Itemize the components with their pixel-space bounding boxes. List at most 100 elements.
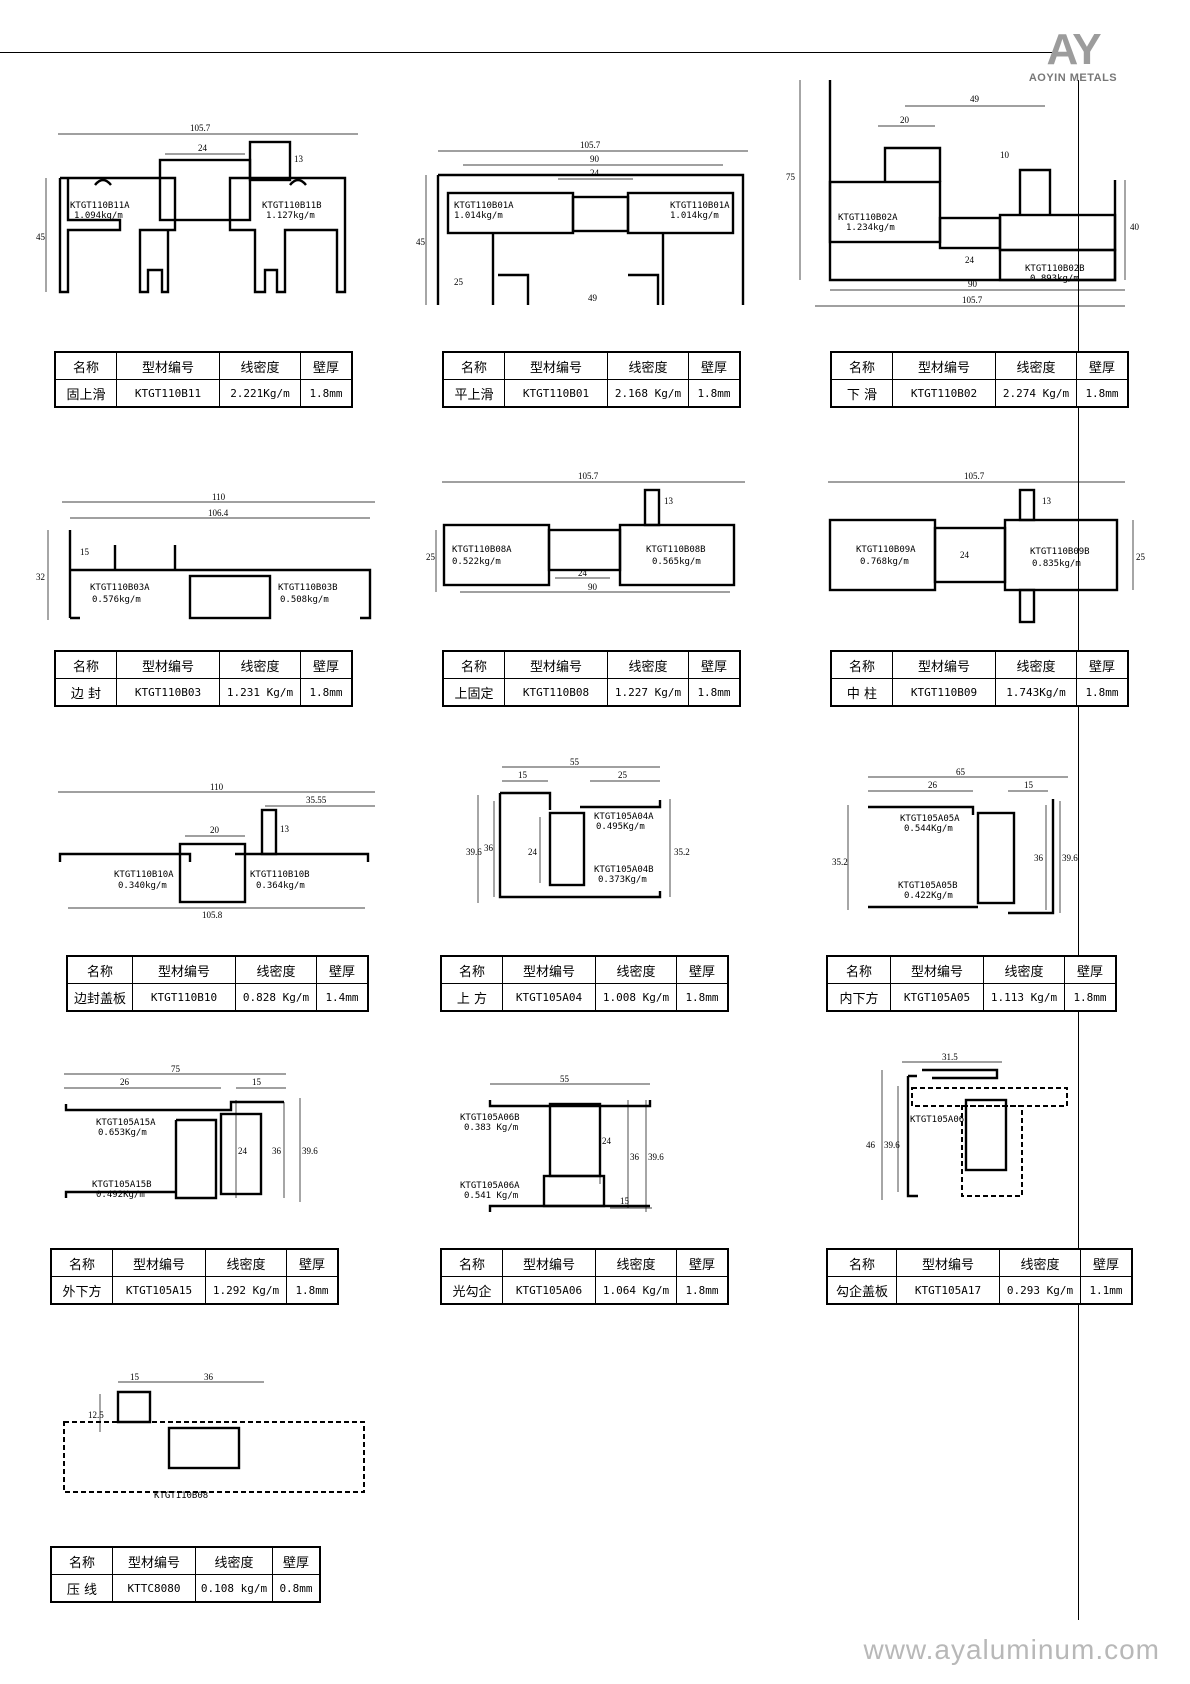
profile-thickness: 1.8mm bbox=[1076, 678, 1129, 707]
spec-table-ktgt110b10: 名称 型材编号 线密度 壁厚 边封盖板 KTGT110B10 0.828 Kg/… bbox=[66, 955, 369, 1012]
part-label: KTGT110B03B bbox=[278, 583, 338, 593]
spec-table-ktgt110b01: 名称 型材编号 线密度 壁厚 平上滑 KTGT110B01 2.168 Kg/m… bbox=[442, 351, 741, 408]
header-name: 名称 bbox=[54, 650, 117, 679]
profile-name: 固上滑 bbox=[54, 379, 117, 408]
profile-name: 中 柱 bbox=[830, 678, 893, 707]
dim-text: 25 bbox=[426, 552, 436, 562]
part-density: 0.576kg/m bbox=[92, 595, 141, 605]
header-density: 线密度 bbox=[235, 955, 317, 984]
part-density: 0.541 Kg/m bbox=[464, 1191, 518, 1201]
profile-thickness: 1.8mm bbox=[1064, 983, 1117, 1012]
dim-text: 24 bbox=[578, 568, 588, 578]
profile-name: 边 封 bbox=[54, 678, 117, 707]
profile-density: 2.221Kg/m bbox=[219, 379, 301, 408]
profile-code: KTGT110B08 bbox=[504, 678, 608, 707]
dim-text: 105.7 bbox=[578, 471, 599, 481]
part-density: 0.340kg/m bbox=[118, 881, 167, 891]
profile-drawing-ktgt105a17: 31.5 46 39.6 KTGT105A06 bbox=[866, 1050, 1072, 1210]
profile-thickness: 1.8mm bbox=[286, 1276, 339, 1305]
dim-text: 13 bbox=[280, 824, 290, 834]
profile-drawing-ktgt105a05: 65 26 15 35.2 36 39.6 KTGT105A05A 0.544K… bbox=[832, 765, 1078, 925]
profile-thickness: 1.8mm bbox=[676, 1276, 729, 1305]
part-label: KTGT110B08B bbox=[646, 545, 706, 555]
header-name: 名称 bbox=[442, 351, 505, 380]
dim-text: 75 bbox=[786, 172, 796, 182]
dim-text: 36 bbox=[272, 1146, 282, 1156]
profile-name: 压 线 bbox=[50, 1574, 113, 1603]
spec-table-ktgt105a17: 名称 型材编号 线密度 壁厚 勾企盖板 KTGT105A17 0.293 Kg/… bbox=[826, 1248, 1133, 1305]
profile-name: 光勾企 bbox=[440, 1276, 503, 1305]
header-thickness: 壁厚 bbox=[300, 351, 353, 380]
profile-svg: 105.7 13 25 24 90 KTGT110B08A 0.522kg/m … bbox=[426, 471, 745, 593]
profile-name: 内下方 bbox=[826, 983, 891, 1012]
part-density: 0.565kg/m bbox=[652, 557, 701, 567]
profile-drawing-ktgt110b11: 105.7 24 13 45 KTGT110B11A 1.094kg/m KTG… bbox=[36, 120, 370, 330]
dim-text: 35.2 bbox=[832, 857, 848, 867]
part-density: 0.364kg/m bbox=[256, 881, 305, 891]
dim-text: 105.7 bbox=[580, 140, 601, 150]
dim-text: 25 bbox=[454, 277, 464, 287]
part-density: 1.234kg/m bbox=[846, 223, 895, 233]
header-name: 名称 bbox=[66, 955, 133, 984]
dim-text: 36 bbox=[484, 843, 494, 853]
part-density: 0.383 Kg/m bbox=[464, 1123, 518, 1133]
header-density: 线密度 bbox=[205, 1248, 287, 1277]
part-label: KTGT105A06A bbox=[460, 1181, 520, 1191]
header-code: 型材编号 bbox=[132, 955, 236, 984]
dim-text: 15 bbox=[620, 1196, 630, 1206]
profile-drawing-ktgt110b10: 110 35.55 20 13 105.8 KTGT110B10A 0.340k… bbox=[50, 780, 390, 920]
dim-text: 46 bbox=[866, 1140, 876, 1150]
spec-table-ktgt105a05: 名称 型材编号 线密度 壁厚 内下方 KTGT105A05 1.113 Kg/m… bbox=[826, 955, 1117, 1012]
profile-code: KTGT110B02 bbox=[892, 379, 996, 408]
profile-density: 1.008 Kg/m bbox=[595, 983, 677, 1012]
profile-density: 0.828 Kg/m bbox=[235, 983, 317, 1012]
dim-text: 36 bbox=[630, 1152, 640, 1162]
header-name: 名称 bbox=[50, 1546, 113, 1575]
profile-code: KTTC8080 bbox=[112, 1574, 196, 1603]
header-code: 型材编号 bbox=[504, 650, 608, 679]
profile-code: KTGT110B11 bbox=[116, 379, 220, 408]
dim-text: 24 bbox=[528, 847, 538, 857]
part-density: 0.768kg/m bbox=[860, 557, 909, 567]
profile-drawing-ktgt110b03: 110 106.4 15 32 KTGT110B03A 0.576kg/m KT… bbox=[36, 490, 380, 630]
profile-name: 上固定 bbox=[442, 678, 505, 707]
dim-text: 15 bbox=[130, 1372, 140, 1382]
part-label: KTGT105A06B bbox=[460, 1113, 520, 1123]
dim-text: 90 bbox=[968, 279, 978, 289]
dim-text: 75 bbox=[171, 1064, 181, 1074]
profile-name: 下 滑 bbox=[830, 379, 893, 408]
dim-text: 49 bbox=[588, 293, 598, 303]
profile-code: KTGT105A17 bbox=[896, 1276, 1000, 1305]
part-label: KTGT110B01A bbox=[670, 201, 730, 211]
header-name: 名称 bbox=[826, 1248, 897, 1277]
part-density: 0.544Kg/m bbox=[904, 824, 953, 834]
part-label: KTGT105A05B bbox=[898, 881, 958, 891]
header-thickness: 壁厚 bbox=[1076, 650, 1129, 679]
part-label: KTGT105A04A bbox=[594, 812, 654, 822]
profile-code: KTGT105A15 bbox=[112, 1276, 206, 1305]
spec-table-ktgt110b02: 名称 型材编号 线密度 壁厚 下 滑 KTGT110B02 2.274 Kg/m… bbox=[830, 351, 1129, 408]
part-label: KTGT110B11A bbox=[70, 201, 130, 211]
profile-code: KTGT110B03 bbox=[116, 678, 220, 707]
dim-text: 45 bbox=[416, 237, 426, 247]
profile-density: 1.292 Kg/m bbox=[205, 1276, 287, 1305]
header-name: 名称 bbox=[440, 955, 503, 984]
profile-density: 1.743Kg/m bbox=[995, 678, 1077, 707]
header-code: 型材编号 bbox=[116, 650, 220, 679]
dim-text: 24 bbox=[960, 550, 970, 560]
dim-text: 24 bbox=[590, 168, 600, 178]
profile-density: 1.227 Kg/m bbox=[607, 678, 689, 707]
spec-table-ktgt105a06: 名称 型材编号 线密度 壁厚 光勾企 KTGT105A06 1.064 Kg/m… bbox=[440, 1248, 729, 1305]
dim-text: 15 bbox=[252, 1077, 262, 1087]
profile-thickness: 1.8mm bbox=[300, 678, 353, 707]
profile-density: 1.064 Kg/m bbox=[595, 1276, 677, 1305]
dim-text: 32 bbox=[36, 572, 45, 582]
profile-thickness: 1.8mm bbox=[688, 678, 741, 707]
dim-text: 105.8 bbox=[202, 910, 223, 920]
profile-code: KTGT110B01 bbox=[504, 379, 608, 408]
header-density: 线密度 bbox=[195, 1546, 273, 1575]
part-density: 0.422Kg/m bbox=[904, 891, 953, 901]
part-label: KTGT110B11B bbox=[262, 201, 322, 211]
profile-thickness: 1.1mm bbox=[1080, 1276, 1133, 1305]
part-density: 0.508kg/m bbox=[280, 595, 329, 605]
